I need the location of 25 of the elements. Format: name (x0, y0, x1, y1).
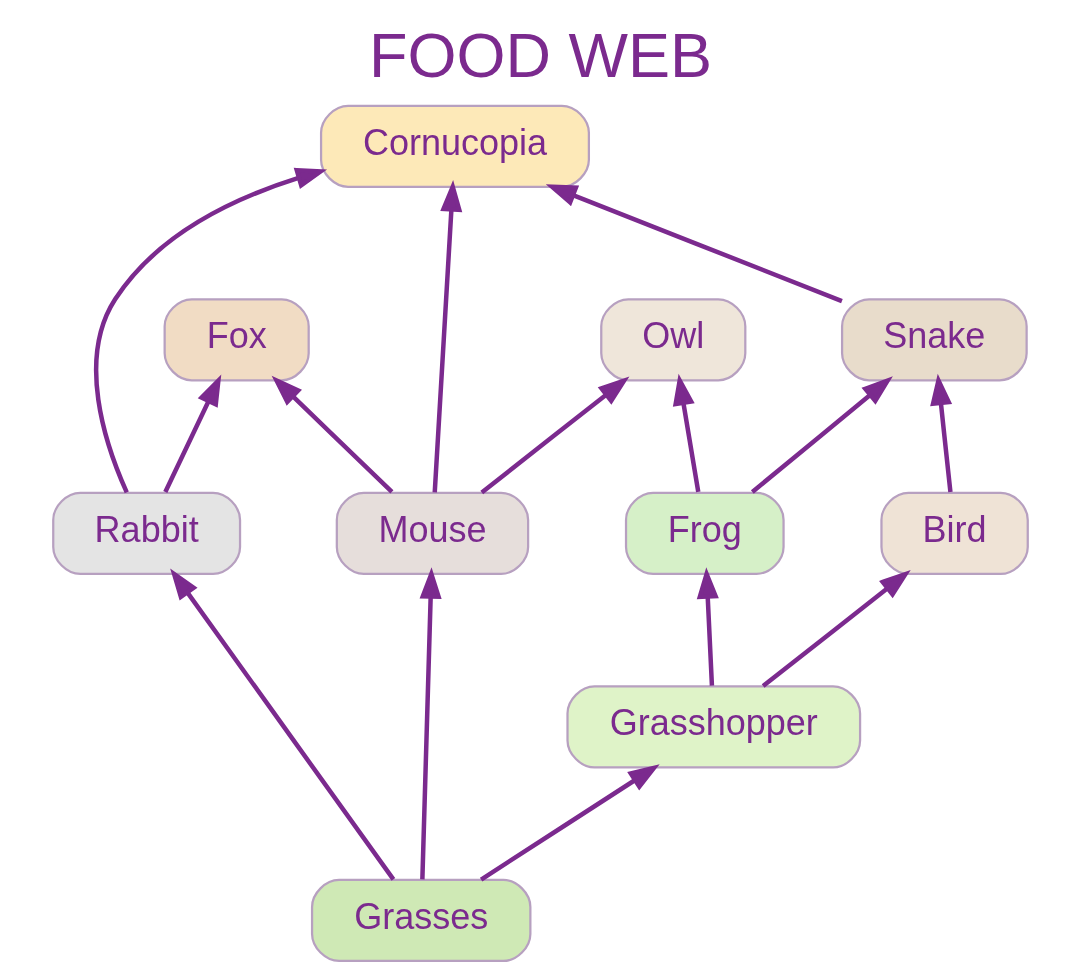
arrow (419, 566, 442, 879)
node-box: Snake (840, 297, 1028, 381)
node-box: Fox (163, 297, 310, 381)
node-box: Bird (879, 491, 1029, 575)
node-box: Mouse (335, 491, 529, 575)
arrow (479, 763, 660, 881)
node-box: Frog (624, 491, 785, 575)
node-box: Owl (599, 297, 746, 381)
arrow (672, 373, 700, 492)
arrow (93, 167, 327, 493)
node-box: Cornucopia (319, 104, 590, 188)
arrow (696, 566, 719, 686)
arrow (750, 375, 893, 494)
arrow (169, 567, 395, 881)
arrow (479, 376, 629, 494)
node-box: Grasshopper (565, 684, 861, 769)
arrow (162, 373, 221, 493)
node-box: Grasses (310, 878, 531, 962)
arrow (432, 179, 462, 492)
arrow (929, 373, 953, 492)
arrow (271, 375, 393, 494)
node-box: Rabbit (51, 491, 241, 575)
arrow (545, 183, 843, 303)
diagram-title: FOOD WEB (368, 19, 712, 90)
arrow (761, 569, 911, 688)
